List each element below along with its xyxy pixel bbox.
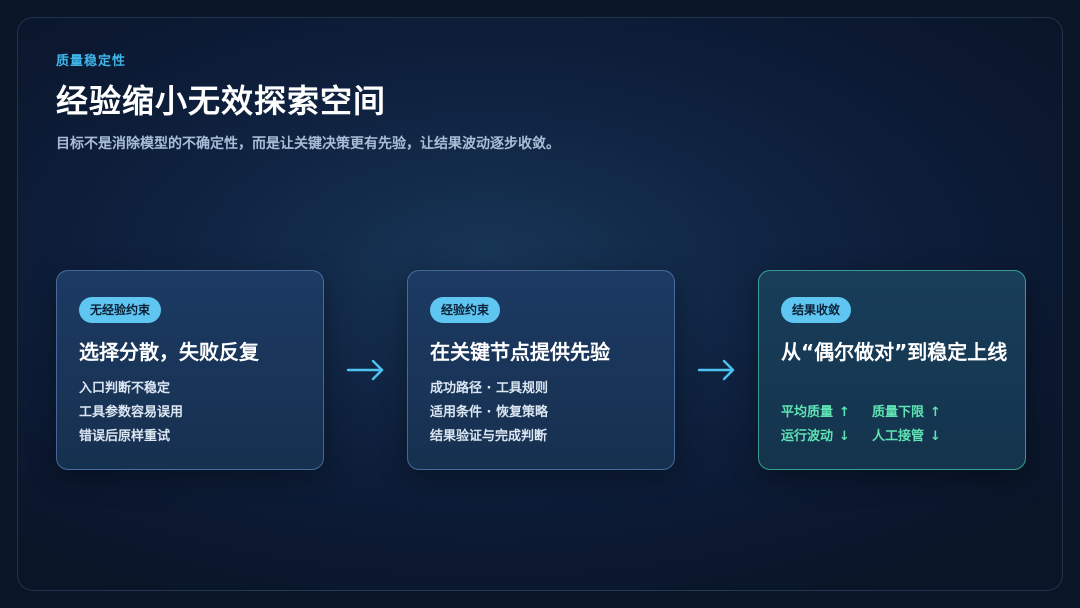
slide-canvas: 质量稳定性 经验缩小无效探索空间 目标不是消除模型的不确定性，而是让关键决策更有… [17,17,1063,591]
metric-label: 人工接管 [872,429,925,444]
down-arrow-icon: ↓ [839,429,850,444]
up-arrow-icon: ↑ [930,405,941,420]
list-item: 适用条件 · 恢复策略 [430,405,548,420]
right-arrow-icon [697,359,735,381]
list-item: 成功路径 · 工具规则 [430,381,548,396]
section-eyebrow: 质量稳定性 [56,54,127,69]
list-item: 错误后原样重试 [79,429,171,444]
down-arrow-icon: ↓ [930,429,941,444]
list-item: 结果验证与完成判断 [430,429,548,444]
card-item-list: 入口判断不稳定 工具参数容易误用 错误后原样重试 [79,377,183,449]
card-title: 选择分散，失败反复 [79,340,259,364]
card-badge: 经验约束 [430,297,501,323]
metric-average-quality: 平均质量 ↑ [781,401,850,420]
right-arrow-icon [346,359,384,381]
metric-label: 质量下限 [872,405,925,420]
card-title: 在关键节点提供先验 [430,340,610,364]
list-item: 工具参数容易误用 [79,405,184,420]
metric-quality-floor: 质量下限 ↑ [872,401,941,420]
card-badge: 无经验约束 [79,297,162,323]
page-subtitle: 目标不是消除模型的不确定性，而是让关键决策更有先验，让结果波动逐步收敛。 [56,136,560,152]
metric-label: 平均质量 [781,405,834,420]
card-item-list: 成功路径 · 工具规则 适用条件 · 恢复策略 结果验证与完成判断 [430,377,548,449]
card-experience-constraint: 经验约束 在关键节点提供先验 成功路径 · 工具规则 适用条件 · 恢复策略 结… [407,270,675,470]
list-item: 入口判断不稳定 [79,381,171,396]
card-title: 从“偶尔做对”到稳定上线 [781,340,1008,364]
metric-human-takeover: 人工接管 ↓ [872,425,941,444]
metric-run-volatility: 运行波动 ↓ [781,425,850,444]
card-no-experience: 无经验约束 选择分散，失败反复 入口判断不稳定 工具参数容易误用 错误后原样重试 [56,270,324,470]
card-result-convergence: 结果收敛 从“偶尔做对”到稳定上线 平均质量 ↑ 质量下限 ↑ 运行波动 ↓ 人工接管… [758,270,1026,470]
page-title: 经验缩小无效探索空间 [56,82,387,120]
metric-label: 运行波动 [781,429,834,444]
up-arrow-icon: ↑ [839,405,850,420]
card-badge: 结果收敛 [781,297,852,323]
